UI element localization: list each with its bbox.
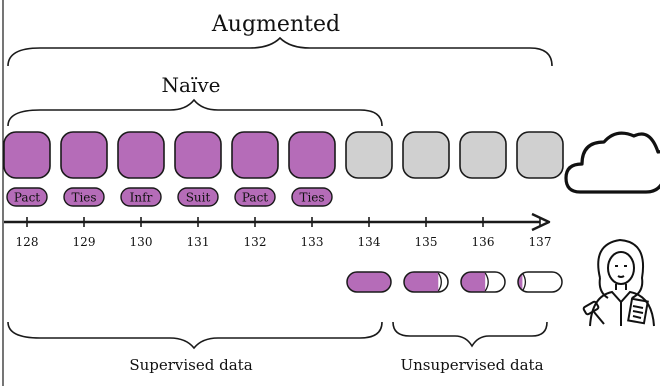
progress-pill-edge <box>484 272 489 292</box>
cloud-icon <box>564 131 660 194</box>
progress-pill-fill <box>518 272 523 292</box>
progress-pill-outline <box>403 271 449 293</box>
timeline-tick-label: 133 <box>301 235 324 249</box>
progress-pills-layer <box>346 271 563 293</box>
naive-label: Naïve <box>162 73 221 97</box>
timeline-arrowhead <box>531 212 551 232</box>
event-tag: Ties <box>291 187 333 207</box>
supervised-label: Supervised data <box>129 356 252 374</box>
timeline-tick-label: 129 <box>73 235 96 249</box>
progress-pill <box>460 271 506 293</box>
event-card-filled <box>174 131 222 179</box>
event-card-filled <box>3 131 51 179</box>
progress-pill-fill <box>404 272 439 292</box>
event-tag: Suit <box>177 187 219 207</box>
progress-pill-edge <box>521 272 527 292</box>
ticks-layer: 128 129 130 131 132 133 134 135 136 137 <box>16 217 552 249</box>
progress-pill-outline <box>517 271 563 293</box>
event-tag-label: Infr <box>130 191 153 205</box>
event-tag-pill <box>291 187 333 207</box>
progress-pill-edge <box>437 272 442 292</box>
cards-layer <box>3 131 564 179</box>
timeline-tick-label: 137 <box>529 235 552 249</box>
unsupervised-brace <box>392 321 548 348</box>
event-tag: Pact <box>6 187 48 207</box>
event-card-filled <box>231 131 279 179</box>
event-tag-pill <box>120 187 162 207</box>
event-tag-label: Suit <box>186 191 211 205</box>
progress-pill-fill <box>347 272 391 292</box>
progress-pill <box>517 271 563 293</box>
event-tag-pill <box>6 187 48 207</box>
event-card-filled <box>60 131 108 179</box>
augmented-brace <box>7 36 553 67</box>
unsupervised-label: Unsupervised data <box>400 356 543 374</box>
judge-icon <box>582 238 655 327</box>
event-tag: Infr <box>120 187 162 207</box>
progress-pill-track <box>518 272 562 292</box>
event-tag-label: Pact <box>242 191 268 205</box>
event-tag-label: Ties <box>299 191 324 205</box>
event-card-filled <box>288 131 336 179</box>
progress-pill-fill <box>461 272 486 292</box>
timeline-tick-label: 128 <box>16 235 39 249</box>
progress-pill <box>403 271 449 293</box>
timeline-tick-label: 136 <box>472 235 495 249</box>
progress-pill-outline <box>346 271 392 293</box>
event-tag-pill <box>234 187 276 207</box>
event-tag: Pact <box>234 187 276 207</box>
event-tag: Ties <box>63 187 105 207</box>
timeline-tick-label: 134 <box>358 235 381 249</box>
augmented-label: Augmented <box>211 12 340 37</box>
tags-layer: Pact Ties Infr Suit Pact Ties <box>6 187 333 207</box>
progress-pill <box>346 271 392 293</box>
timeline-tick-label: 135 <box>415 235 438 249</box>
event-card-empty <box>402 131 450 179</box>
event-tag-label: Ties <box>71 191 96 205</box>
timeline-tick-label: 131 <box>187 235 210 249</box>
event-card-empty <box>516 131 564 179</box>
naive-brace <box>7 98 383 127</box>
event-card-empty <box>459 131 507 179</box>
event-card-empty <box>345 131 393 179</box>
event-card-filled <box>117 131 165 179</box>
event-tag-pill <box>177 187 219 207</box>
event-tag-label: Pact <box>14 191 40 205</box>
progress-pill-outline <box>460 271 506 293</box>
event-tag-pill <box>63 187 105 207</box>
supervised-brace <box>7 321 383 350</box>
timeline-tick-label: 130 <box>130 235 153 249</box>
timeline-tick-label: 132 <box>244 235 267 249</box>
